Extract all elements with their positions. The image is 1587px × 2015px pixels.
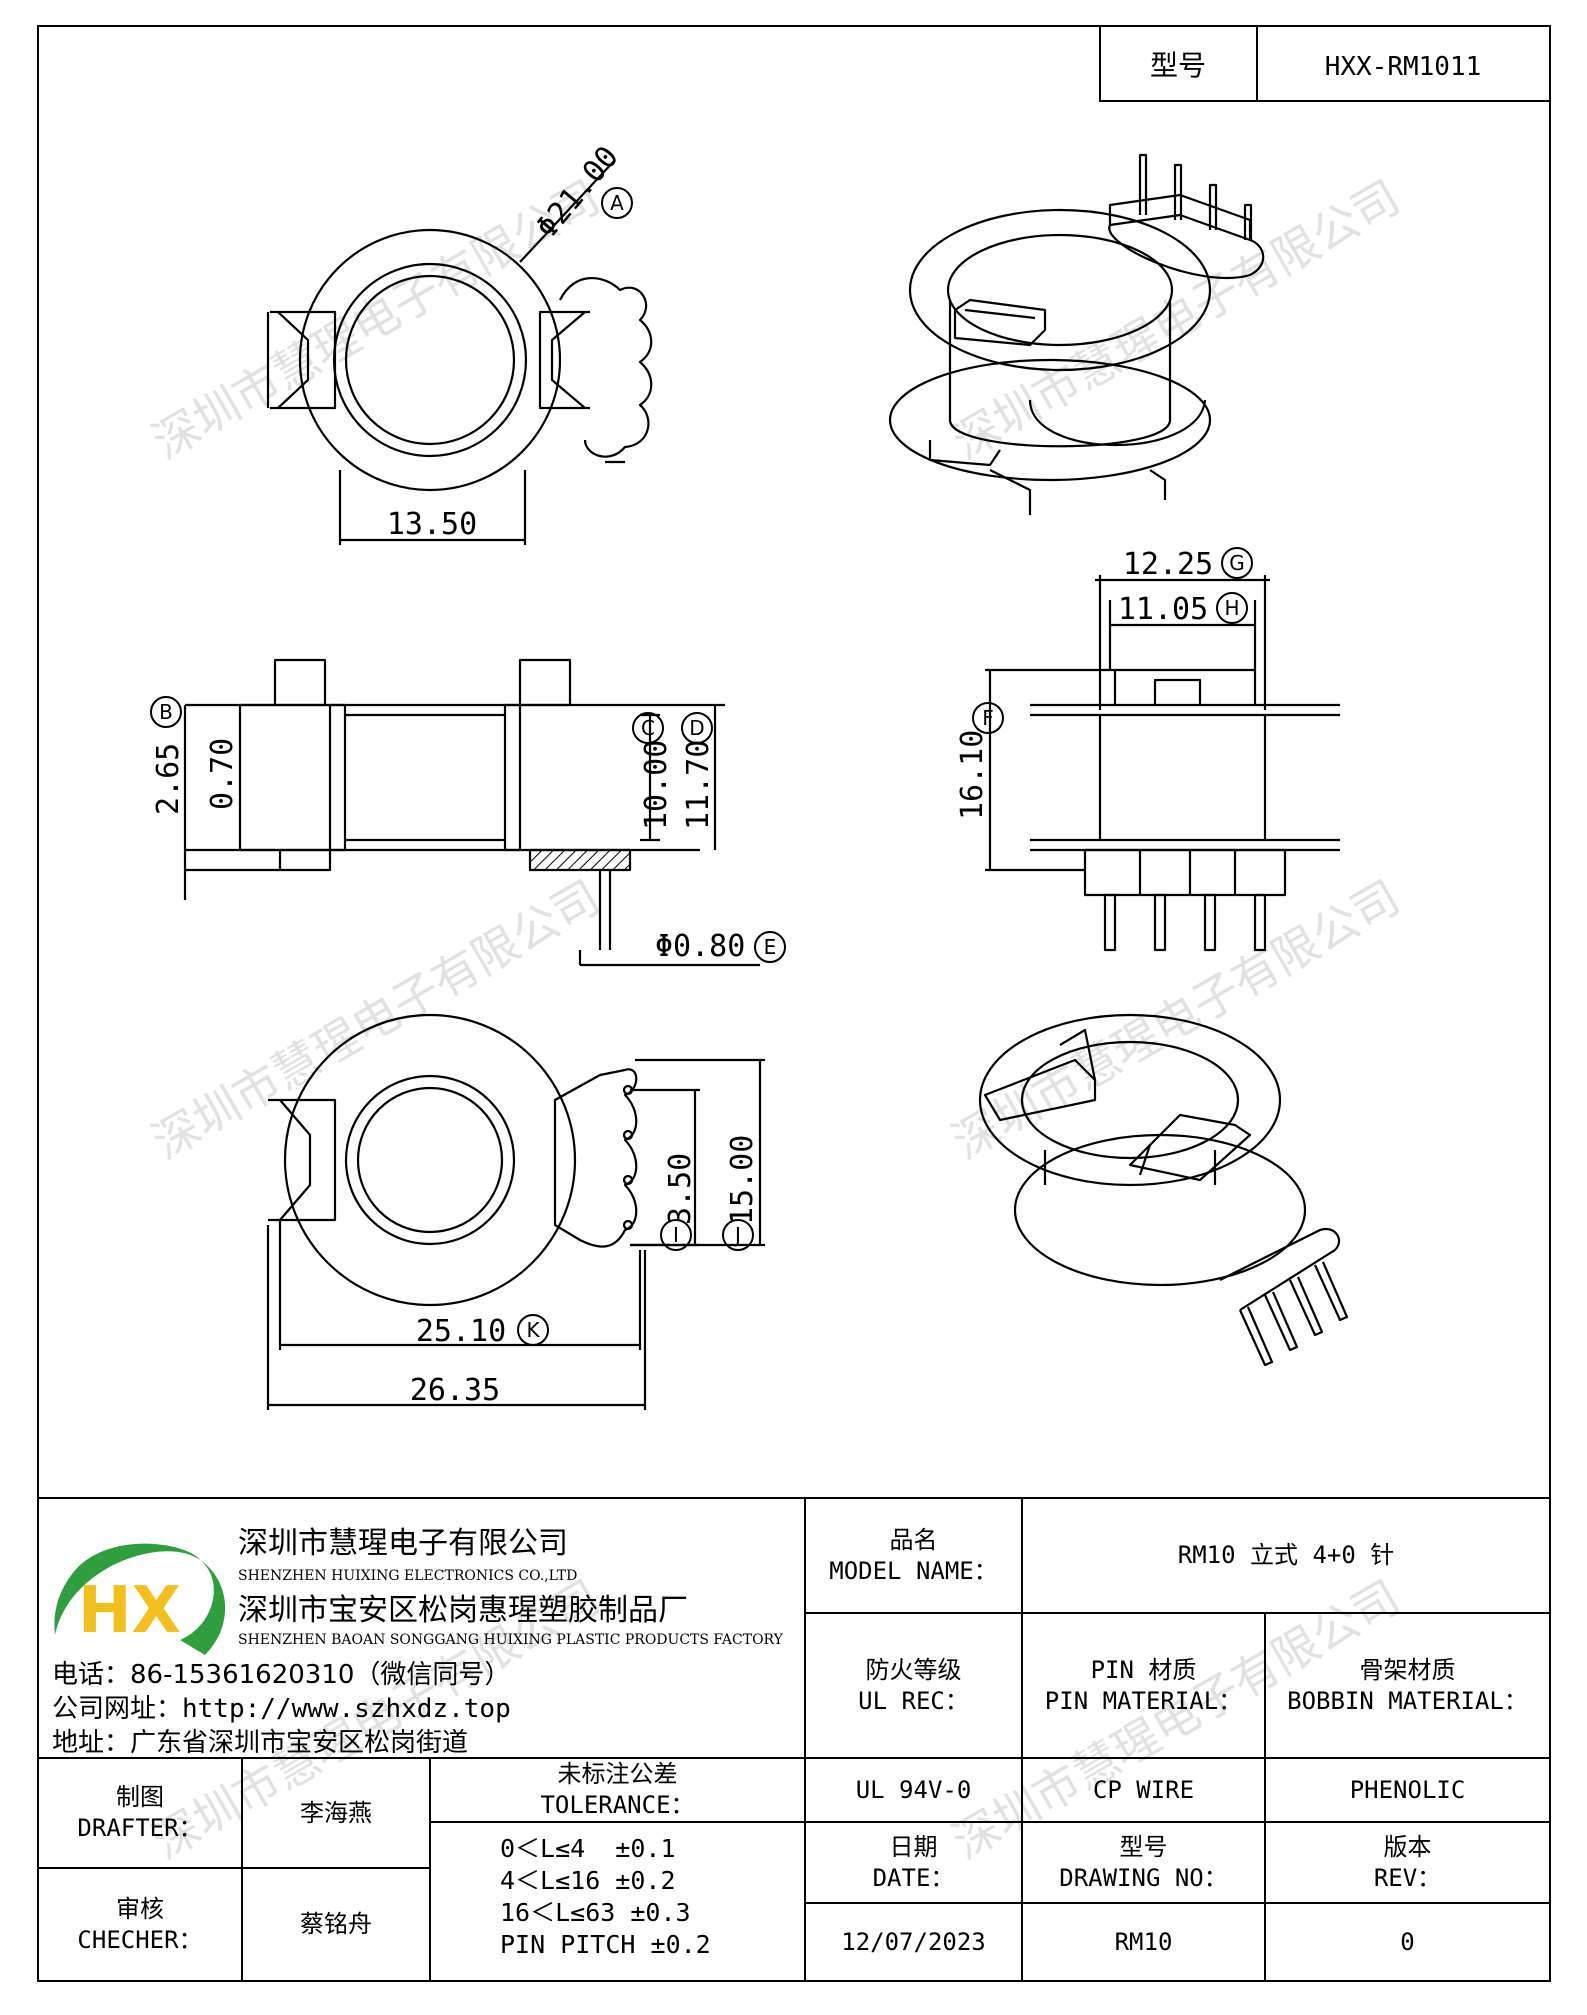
company-name-cn: 深圳市慧瑆电子有限公司 — [238, 1526, 568, 1561]
dim-i: 3.50 — [663, 1153, 698, 1225]
dim-b: 2.65 — [151, 743, 186, 815]
model-header-label: 型号 — [1150, 49, 1206, 82]
svg-text:D: D — [689, 716, 704, 740]
tolerance-line: 4＜L≤16 ±0.2 — [500, 1866, 676, 1895]
tolerance-line: PIN PITCH ±0.2 — [500, 1930, 711, 1959]
date-label: 日期 DATE： — [872, 1832, 955, 1892]
model-header-value: HXX-RM1011 — [1325, 52, 1482, 82]
drafter-label: 制图 DRAFTER： — [77, 1783, 203, 1842]
model-header-box — [1099, 25, 1551, 102]
bobbin-material-label: 骨架材质 BOBBIN MATERIAL： — [1287, 1655, 1528, 1715]
title-block-grid — [38, 1497, 1550, 1981]
side-section-view — [183, 658, 760, 967]
svg-text:G: G — [1229, 551, 1245, 575]
dim-g: 12.25 — [1123, 547, 1213, 582]
iso-view-bottom — [978, 1013, 1349, 1367]
top-view — [266, 159, 653, 545]
drawing-no-label: 型号 DRAWING NO： — [1059, 1832, 1228, 1892]
company-website: 公司网址：http://www.szhxdz.top — [52, 1694, 511, 1724]
drafter-name: 李海燕 — [300, 1798, 372, 1827]
tolerance-list: 0＜L≤4 ±0.1 4＜L≤16 ±0.2 16＜L≤63 ±0.3 PIN … — [500, 1833, 711, 1961]
svg-text:K: K — [526, 1318, 540, 1342]
dim-j: 15.00 — [725, 1135, 760, 1225]
company-address: 地址：广东省深圳市宝安区松岗街道 — [52, 1728, 469, 1758]
pin-material-value: CP WIRE — [1092, 1775, 1195, 1804]
svg-text:J: J — [733, 1223, 741, 1247]
front-view — [985, 575, 1340, 952]
watermark-3: 深圳市慧瑆电子有限公司 — [144, 870, 609, 1170]
iso-top-pins — [1138, 153, 1253, 240]
dimension-values: Φ21.00 13.50 2.65 0.70 10.00 11.70 Φ0.80… — [151, 140, 1213, 1408]
dim-c: 10.00 — [639, 740, 674, 830]
svg-text:A: A — [610, 191, 624, 215]
company-logo: HX — [54, 1543, 226, 1655]
drawing-no-value: RM10 — [1114, 1927, 1173, 1956]
dim-h: 11.05 — [1118, 592, 1208, 627]
svg-text:C: C — [641, 716, 655, 740]
company-phone: 电话：86-15361620310（微信同号） — [52, 1660, 511, 1690]
bobbin-material-value: PHENOLIC — [1349, 1775, 1466, 1804]
dim-f: 16.10 — [955, 730, 990, 820]
factory-name-en: SHENZHEN BAOAN SONGGANG HUIXING PLASTIC … — [238, 1632, 783, 1648]
svg-text:F: F — [982, 706, 994, 730]
checker-name: 蔡铭舟 — [300, 1910, 372, 1938]
svg-text:H: H — [1224, 596, 1239, 620]
dim-26-35: 26.35 — [410, 1373, 500, 1408]
ul-value: UL 94V-0 — [855, 1775, 972, 1804]
revision-value: 0 — [1400, 1927, 1415, 1956]
dim-0-70: 0.70 — [205, 738, 240, 810]
factory-name-cn: 深圳市宝安区松岗惠瑆塑胶制品厂 — [238, 1593, 688, 1628]
revision-label: 版本 REV： — [1373, 1832, 1442, 1892]
circle-markers — [150, 187, 1253, 1346]
company-name-en: SHENZHEN HUIXING ELECTRONICS CO.,LTD — [238, 1568, 578, 1584]
front-pins — [1103, 893, 1267, 952]
dim-13-50: 13.50 — [387, 507, 477, 542]
dim-e: Φ0.80 — [655, 929, 745, 964]
circle-marker-letters: A B C D E F G H I J K — [159, 191, 1245, 1342]
tolerance-label: 未标注公差 TOLERANCE： — [540, 1760, 695, 1819]
iso-view-top — [888, 153, 1265, 515]
model-name-value: RM10 立式 4+0 针 — [1177, 1541, 1395, 1569]
date-value: 12/07/2023 — [841, 1927, 986, 1956]
svg-text:I: I — [673, 1223, 679, 1247]
tolerance-line: 16＜L≤63 ±0.3 — [500, 1898, 691, 1927]
model-name-label: 品名 MODEL NAME： — [829, 1525, 998, 1585]
tolerance-line: 0＜L≤4 ±0.1 — [500, 1834, 676, 1863]
outer-frame — [37, 25, 1551, 1982]
pin-material-label: PIN 材质 PIN MATERIAL： — [1044, 1655, 1243, 1715]
logo-letters: HX — [78, 1574, 181, 1648]
svg-text:B: B — [159, 700, 173, 724]
ul-label: 防火等级 UL REC： — [858, 1655, 969, 1715]
dim-k: 25.10 — [416, 1314, 506, 1349]
checker-label: 审核 CHECHER： — [77, 1894, 203, 1954]
dim-d: 11.70 — [681, 740, 716, 830]
iso-bottom-pins — [1238, 1261, 1349, 1367]
svg-text:E: E — [764, 935, 777, 959]
bottom-view — [266, 1013, 765, 1410]
